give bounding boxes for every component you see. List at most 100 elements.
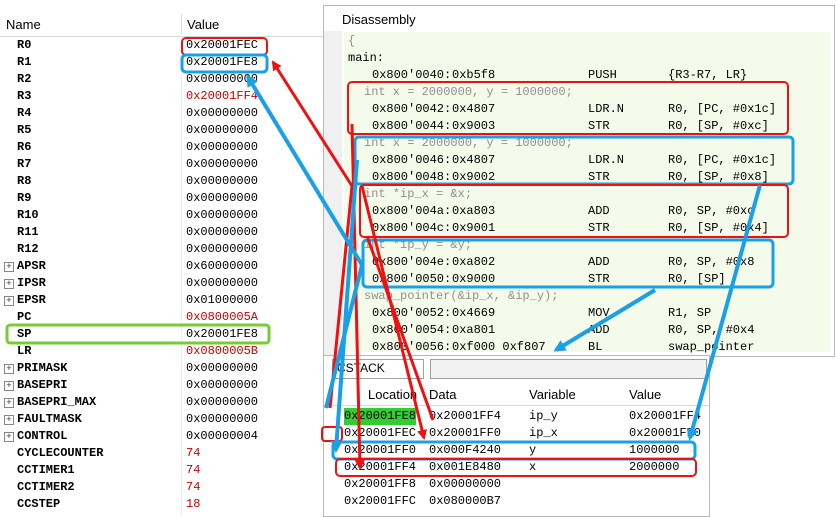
- register-value[interactable]: 0x20001FE8: [186, 327, 259, 341]
- instruction-args: {R3-R7, LR}: [668, 68, 748, 82]
- register-value[interactable]: 0x00000000: [186, 174, 259, 188]
- register-value[interactable]: 0x00000004: [186, 429, 259, 443]
- register-name: BASEPRI: [17, 378, 68, 392]
- stack-data: 0x20001FF0: [429, 426, 502, 440]
- instruction-args: R0, [SP, #0x4]: [668, 221, 769, 235]
- register-row-cyclecounter[interactable]: CYCLECOUNTER 74: [0, 445, 323, 462]
- register-name: CCSTEP: [17, 497, 61, 511]
- disassembly-gutter[interactable]: [324, 31, 342, 355]
- register-value[interactable]: 0x00000000: [186, 191, 259, 205]
- expand-icon[interactable]: +: [4, 381, 14, 391]
- instruction-op: 0x4807: [452, 102, 496, 116]
- expand-icon[interactable]: +: [4, 364, 14, 374]
- register-value[interactable]: 0x00000000: [186, 395, 259, 409]
- register-value[interactable]: 0x20001FEC: [186, 38, 259, 52]
- value-column-header[interactable]: Value: [629, 387, 662, 402]
- register-value[interactable]: 0x01000000: [186, 293, 259, 307]
- line-text: int *ip_x = &x;: [364, 187, 473, 201]
- instruction-args: R0, SP, #0x4: [668, 323, 755, 337]
- stack-loc: 0x20001FF4: [344, 460, 417, 474]
- expand-icon[interactable]: +: [4, 296, 14, 306]
- location-column-header[interactable]: Location: [368, 387, 418, 402]
- data-column-header[interactable]: Data: [429, 387, 457, 402]
- register-row-basepri[interactable]: +BASEPRI 0x00000000: [0, 377, 323, 394]
- instruction-addr: 0x800'0048:: [372, 170, 452, 184]
- register-value[interactable]: 0x00000000: [186, 123, 259, 137]
- register-value[interactable]: 0x00000000: [186, 378, 259, 392]
- register-value[interactable]: 0x00000000: [186, 361, 259, 375]
- register-value[interactable]: 0x00000000: [186, 140, 259, 154]
- register-value[interactable]: 0x20001FF4: [186, 89, 259, 103]
- register-value[interactable]: 0x00000000: [186, 412, 259, 426]
- variable-column-header[interactable]: Variable: [529, 387, 576, 402]
- register-value[interactable]: 0x60000000: [186, 259, 259, 273]
- register-row-r1[interactable]: R1 0x20001FE8: [0, 54, 323, 71]
- name-column-header[interactable]: Name: [6, 17, 41, 32]
- instruction-addr: 0x800'004e:: [372, 255, 452, 269]
- register-value[interactable]: 0x00000000: [186, 72, 259, 86]
- expand-icon[interactable]: +: [4, 415, 14, 425]
- register-value[interactable]: 0x0800005A: [186, 310, 259, 324]
- register-value[interactable]: 74: [186, 446, 201, 460]
- register-value[interactable]: 0x20001FE8: [186, 55, 259, 69]
- chevron-down-icon[interactable]: ▼: [337, 361, 347, 372]
- register-value[interactable]: 0x0800005B: [186, 344, 259, 358]
- register-value[interactable]: 0x00000000: [186, 157, 259, 171]
- register-value[interactable]: 74: [186, 463, 201, 477]
- stack-var: x: [529, 460, 537, 474]
- register-name: R1: [17, 55, 32, 69]
- register-value[interactable]: 0x00000000: [186, 106, 259, 120]
- register-value[interactable]: 0x00000000: [186, 208, 259, 222]
- stack-address-field[interactable]: [430, 359, 707, 379]
- register-value[interactable]: 74: [186, 480, 201, 494]
- value-column-header[interactable]: Value: [187, 17, 220, 32]
- register-name: CYCLECOUNTER: [17, 446, 104, 460]
- expand-icon[interactable]: +: [4, 398, 14, 408]
- expand-icon[interactable]: +: [4, 279, 14, 289]
- register-row-ccstep[interactable]: CCSTEP 18: [0, 496, 323, 513]
- line-text: main:: [348, 51, 385, 65]
- expand-icon[interactable]: +: [4, 432, 14, 442]
- register-value[interactable]: 0x00000000: [186, 276, 259, 290]
- stack-val: 2000000: [629, 460, 680, 474]
- stack-selector[interactable]: CSTACK ▼: [332, 359, 424, 379]
- register-value[interactable]: 0x00000000: [186, 242, 259, 256]
- register-value[interactable]: 0x00000000: [186, 225, 259, 239]
- stack-val: 0x20001FF0: [629, 426, 702, 440]
- expand-icon[interactable]: +: [4, 262, 14, 272]
- register-value[interactable]: 18: [186, 497, 201, 511]
- register-header: Name Value: [0, 12, 323, 37]
- instruction-addr: 0x800'0050:: [372, 272, 452, 286]
